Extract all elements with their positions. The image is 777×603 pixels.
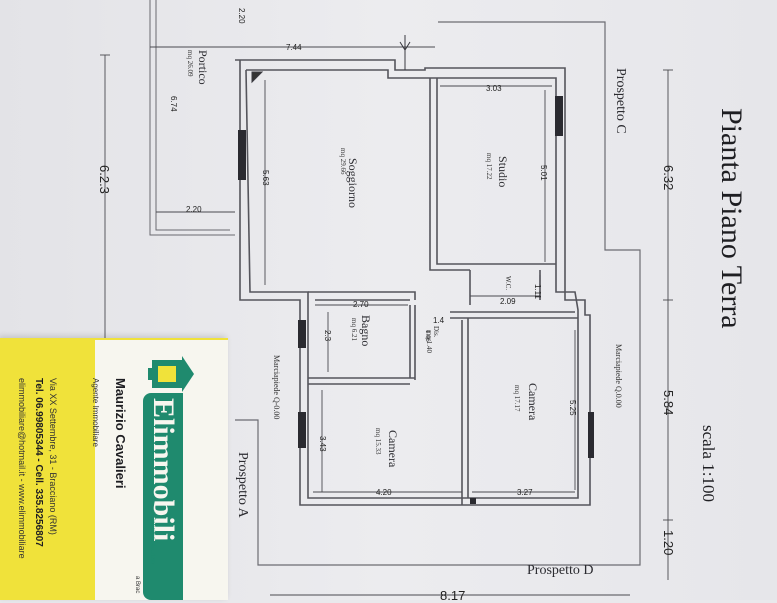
room-camera1-area: mq 17.17 (513, 385, 521, 412)
dim-8-17: 8.17 (440, 588, 466, 603)
room-portico-area: mq 26.09 (186, 50, 194, 77)
elevation-a-label: Prospetto A (235, 452, 250, 518)
sidewalk-outline (235, 21, 641, 566)
plan-title: Pianta Piano Terra (715, 108, 748, 329)
dim-5-25: 5.25 (568, 400, 577, 416)
room-studio-area: mq 17.22 (485, 153, 493, 180)
room-bagno-area: mq 6.21 (350, 318, 358, 341)
dim-3-43: 3.43 (318, 436, 327, 452)
dim-5-01: 5.01 (539, 165, 548, 181)
room-bagno-label: Bagno (359, 315, 373, 347)
dim-1-20: 1.20 (661, 530, 676, 556)
marker-symbol (251, 35, 411, 84)
dim-1-06: 1.06 (424, 330, 430, 342)
sidewalk-left-label: Marciapiede Q-0.00 (272, 355, 281, 420)
dim-3-27: 3.27 (517, 488, 533, 497)
dim-2-09: 2.09 (500, 297, 516, 306)
dim-1-4: 1.4 (433, 316, 445, 325)
dim-5-84: 5.84 (661, 390, 676, 416)
card-role: Agente Immobiliare (91, 378, 100, 447)
brand-banner (143, 393, 183, 600)
dim-4-20: 4.20 (376, 488, 392, 497)
dim-1-11: 1.11 (533, 284, 542, 299)
card-edge-text: a Brac (134, 576, 140, 594)
dim-6-74: 6.74 (169, 96, 178, 112)
portico-outline (149, 0, 235, 236)
dim-7-44: 7.44 (286, 43, 302, 52)
dim-2-20-top: 2.20 (237, 8, 246, 24)
dim-6-23: 6.2.3 (97, 165, 112, 194)
room-camera2-label: Camera (386, 430, 400, 468)
room-soggiorno-area: mq 29.66 (339, 148, 347, 175)
card-web: elimmobiliare@hotmail.it - www.elimmobil… (17, 378, 27, 559)
room-camera2-area: mq 15.33 (374, 428, 382, 455)
elevation-c-label: Prospetto C (613, 68, 628, 134)
room-camera1-label: Camera (526, 383, 540, 421)
card-address: Via XX Settembre, 31 - Bracciano (RM) (48, 378, 58, 535)
card-person-name: Maurizio Cavalieri (113, 378, 128, 489)
room-studio-label: Studio (496, 156, 510, 188)
room-portico-label: Portico (196, 50, 210, 85)
dim-2-70: 2.70 (353, 300, 369, 309)
windows (238, 96, 594, 504)
room-wc-label: W.C. (504, 276, 512, 291)
room-soggiorno-label: Soggiorno (346, 158, 360, 209)
dim-3-03: 3.03 (486, 84, 502, 93)
dimension-lines (100, 46, 673, 596)
card-phones: Tel. 06.99805344 - Cell. 335.8256807 (33, 378, 44, 547)
room-dis-label: Dis. (432, 326, 440, 338)
dim-2-3: 2.3 (323, 330, 332, 342)
plan-scale: scala 1:100 (699, 425, 718, 502)
dim-2-20-bottom: 2.20 (186, 205, 202, 214)
dim-5-63: 5.63 (261, 170, 270, 186)
dim-6-32: 6.32 (661, 165, 676, 191)
card-brand-sub: di Cavalieri Maurizio (149, 510, 155, 565)
elevation-d-label: Prospetto D (527, 563, 594, 578)
sidewalk-right-label: Marciapiede Q.0.00 (614, 344, 623, 408)
house-logo-icon (148, 356, 194, 392)
